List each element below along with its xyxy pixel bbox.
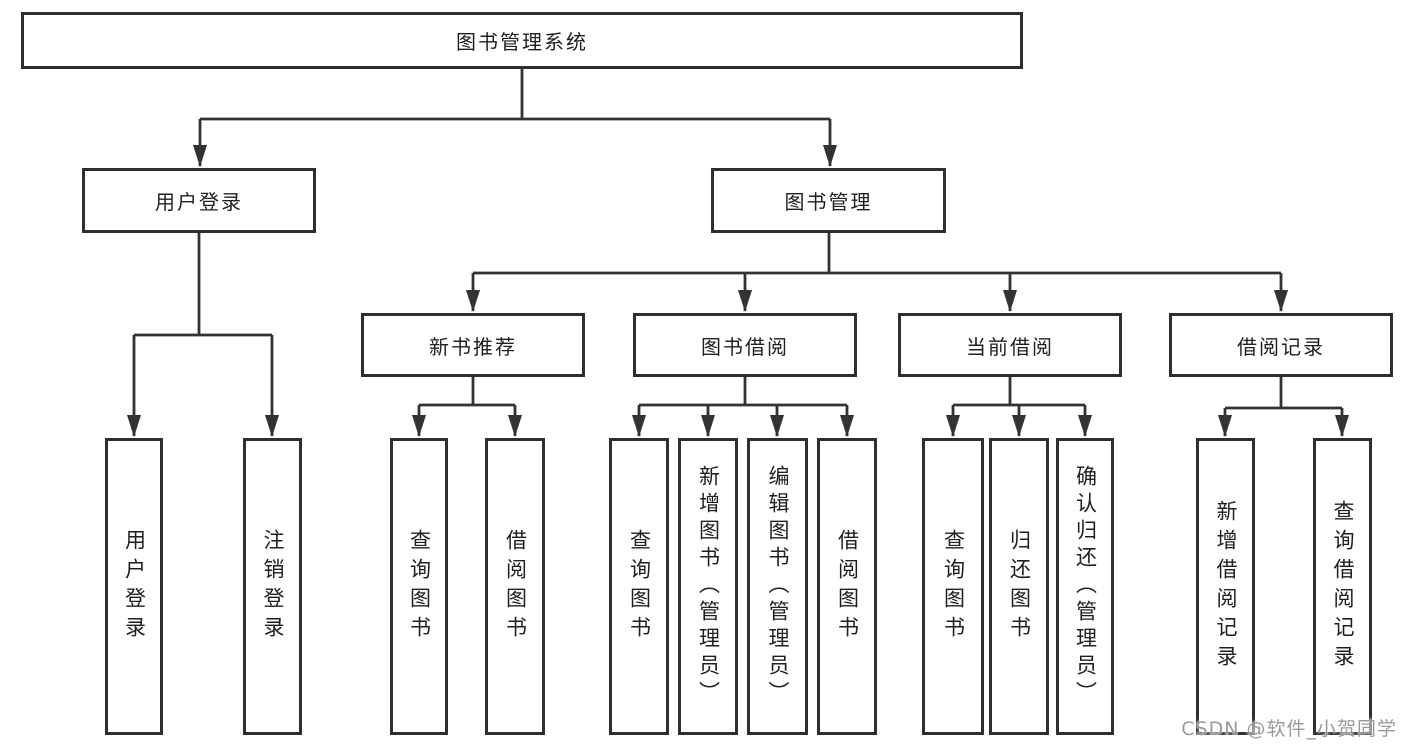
node-borrow-records: 借阅记录 <box>1169 313 1393 377</box>
leaf-label: 用户登录 <box>122 528 147 645</box>
leaf-label: 归还图书 <box>1007 528 1032 645</box>
leaf-query-borrow-record: 查询借阅记录 <box>1313 438 1372 735</box>
node-current-borrowing: 当前借阅 <box>898 313 1122 377</box>
leaf-label: 查询借阅记录 <box>1331 499 1355 674</box>
leaf-label: 查询图书 <box>941 528 966 645</box>
leaf-query-books-current: 查询图书 <box>922 438 984 735</box>
leaf-borrow-books: 借阅图书 <box>817 438 877 735</box>
leaf-borrow-books-recommend: 借阅图书 <box>485 438 545 735</box>
leaf-user-login: 用户登录 <box>105 438 163 735</box>
leaf-add-books-admin: 新增图书（管理员） <box>678 438 738 735</box>
leaf-label: 查询图书 <box>627 528 652 645</box>
leaf-query-books-recommend: 查询图书 <box>390 438 448 735</box>
leaf-label: 借阅图书 <box>835 528 860 645</box>
leaf-label: 编辑图书（管理员） <box>766 465 790 708</box>
leaf-label: 注销登录 <box>261 528 285 645</box>
node-book-management-module: 图书管理 <box>711 168 946 233</box>
leaf-label: 新增借阅记录 <box>1214 499 1238 674</box>
leaf-label: 确认归还（管理员） <box>1073 465 1098 708</box>
leaf-label: 查询图书 <box>407 528 432 645</box>
leaf-label: 新增图书（管理员） <box>696 465 721 708</box>
node-user-login-module: 用户登录 <box>82 168 316 233</box>
leaf-query-books-borrowing: 查询图书 <box>609 438 669 735</box>
csdn-watermark: CSDN @软件_小贺同学 <box>1181 718 1397 740</box>
node-root-system: 图书管理系统 <box>21 12 1023 69</box>
leaf-return-books: 归还图书 <box>989 438 1049 735</box>
node-book-borrowing: 图书借阅 <box>633 313 857 377</box>
node-new-book-recommend: 新书推荐 <box>361 313 585 377</box>
leaf-confirm-return-admin: 确认归还（管理员） <box>1056 438 1114 735</box>
leaf-logout: 注销登录 <box>243 438 302 735</box>
leaf-label: 借阅图书 <box>503 528 528 645</box>
leaf-add-borrow-record: 新增借阅记录 <box>1196 438 1255 735</box>
leaf-edit-books-admin: 编辑图书（管理员） <box>747 438 808 735</box>
